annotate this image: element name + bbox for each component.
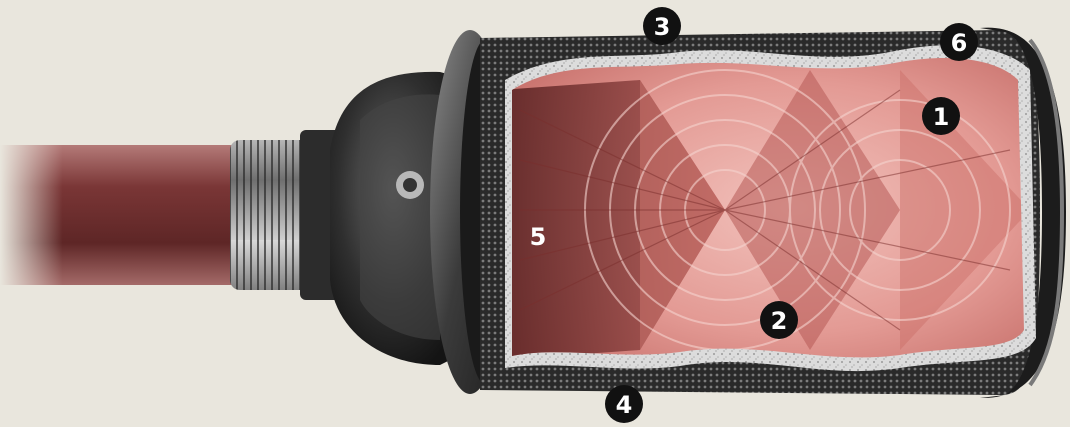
svg-text:3: 3 [654, 13, 671, 41]
marker-3: 3 [643, 7, 681, 45]
marker-1: 1 [922, 97, 960, 135]
svg-text:2: 2 [771, 307, 788, 335]
marker-2: 2 [760, 301, 798, 339]
marker-5: 5 [520, 219, 556, 255]
marker-6: 6 [940, 23, 978, 61]
svg-text:6: 6 [951, 29, 968, 57]
svg-text:1: 1 [933, 103, 950, 131]
inlet-hose [0, 145, 250, 285]
svg-text:5: 5 [530, 223, 547, 251]
marker-4: 4 [605, 385, 643, 423]
svg-text:4: 4 [616, 391, 633, 419]
